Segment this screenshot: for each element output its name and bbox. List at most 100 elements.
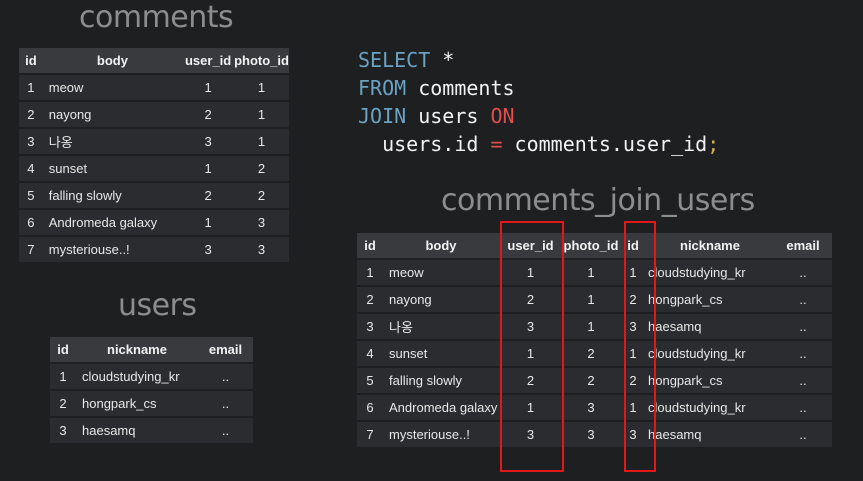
table-cell: 2 bbox=[620, 287, 646, 312]
column-header: body bbox=[42, 48, 183, 73]
sql-select-keyword: SELECT bbox=[358, 48, 431, 72]
table-cell: falling slowly bbox=[383, 368, 499, 393]
column-header: id bbox=[620, 233, 646, 258]
table-cell: 1 bbox=[620, 395, 646, 420]
joined-table: id body user_id photo_id id nickname ema… bbox=[357, 231, 832, 449]
table-cell: .. bbox=[774, 368, 832, 393]
table-cell: 1 bbox=[620, 260, 646, 285]
table-cell: 2 bbox=[182, 183, 235, 208]
table-cell: 1 bbox=[182, 75, 235, 100]
table-cell: 3 bbox=[620, 422, 646, 447]
table-cell: 3 bbox=[182, 129, 235, 154]
column-header: nickname bbox=[646, 233, 774, 258]
table-cell: 2 bbox=[234, 156, 289, 181]
table-cell: .. bbox=[774, 422, 832, 447]
table-cell: 3 bbox=[19, 129, 43, 154]
table-cell: sunset bbox=[42, 156, 183, 181]
table-cell: 4 bbox=[19, 156, 43, 181]
table-cell: 7 bbox=[19, 237, 43, 262]
table-cell: 5 bbox=[19, 183, 43, 208]
column-header: body bbox=[383, 233, 499, 258]
table-cell: .. bbox=[774, 341, 832, 366]
column-header: email bbox=[774, 233, 832, 258]
table-cell: 2 bbox=[182, 102, 235, 127]
sql-join-table: users bbox=[406, 104, 491, 128]
table-cell: hongpark_cs bbox=[76, 391, 198, 416]
table-cell: 1 bbox=[499, 395, 562, 420]
table-cell: 나옹 bbox=[42, 129, 183, 154]
table-cell: .. bbox=[198, 391, 253, 416]
column-header: nickname bbox=[76, 337, 198, 362]
table-cell: 1 bbox=[182, 210, 235, 235]
column-header: user_id bbox=[499, 233, 562, 258]
table-cell: 2 bbox=[499, 287, 562, 312]
sql-equals-operator: = bbox=[490, 132, 503, 156]
table-cell: 2 bbox=[234, 183, 289, 208]
sql-select-columns: * bbox=[430, 48, 455, 72]
table-cell: 4 bbox=[357, 341, 383, 366]
column-header: id bbox=[50, 337, 76, 362]
table-cell: 1 bbox=[499, 341, 562, 366]
table-cell: hongpark_cs bbox=[646, 287, 774, 312]
table-cell: 2 bbox=[50, 391, 76, 416]
table-cell: meow bbox=[383, 260, 499, 285]
table-cell: 1 bbox=[562, 260, 620, 285]
table-cell: cloudstudying_kr bbox=[646, 395, 774, 420]
table-cell: haesamq bbox=[646, 314, 774, 339]
sql-from-table: comments bbox=[406, 76, 515, 100]
sql-condition-right: comments.user_id bbox=[502, 132, 708, 156]
table-cell: 7 bbox=[357, 422, 383, 447]
table-cell: 5 bbox=[357, 368, 383, 393]
table-cell: 1 bbox=[234, 102, 289, 127]
table-cell: 6 bbox=[357, 395, 383, 420]
table-cell: 3 bbox=[182, 237, 235, 262]
column-header: photo_id bbox=[562, 233, 620, 258]
table-cell: .. bbox=[774, 287, 832, 312]
table-cell: 3 bbox=[357, 314, 383, 339]
table-cell: 나옹 bbox=[383, 314, 499, 339]
table-cell: 3 bbox=[234, 210, 289, 235]
table-cell: 2 bbox=[19, 102, 43, 127]
column-header: id bbox=[357, 233, 383, 258]
table-cell: sunset bbox=[383, 341, 499, 366]
table-cell: 2 bbox=[562, 341, 620, 366]
table-cell: 2 bbox=[620, 368, 646, 393]
table-cell: 3 bbox=[562, 422, 620, 447]
table-cell: 1 bbox=[234, 129, 289, 154]
table-cell: 1 bbox=[234, 75, 289, 100]
table-cell: cloudstudying_kr bbox=[76, 364, 198, 389]
table-cell: Andromeda galaxy bbox=[383, 395, 499, 420]
table-cell: .. bbox=[198, 364, 253, 389]
sql-on-keyword: ON bbox=[490, 104, 515, 128]
table-cell: 1 bbox=[562, 287, 620, 312]
sql-from-keyword: FROM bbox=[358, 76, 407, 100]
sql-semicolon: ; bbox=[707, 132, 720, 156]
table-cell: .. bbox=[774, 314, 832, 339]
comments-title: comments bbox=[79, 0, 234, 35]
table-cell: 3 bbox=[50, 418, 76, 443]
table-cell: mysteriouse..! bbox=[42, 237, 183, 262]
table-cell: cloudstudying_kr bbox=[646, 260, 774, 285]
table-cell: .. bbox=[198, 418, 253, 443]
table-cell: .. bbox=[774, 395, 832, 420]
table-header-row: id body user_id photo_id bbox=[19, 48, 289, 73]
table-cell: haesamq bbox=[646, 422, 774, 447]
table-cell: 3 bbox=[234, 237, 289, 262]
table-cell: mysteriouse..! bbox=[383, 422, 499, 447]
